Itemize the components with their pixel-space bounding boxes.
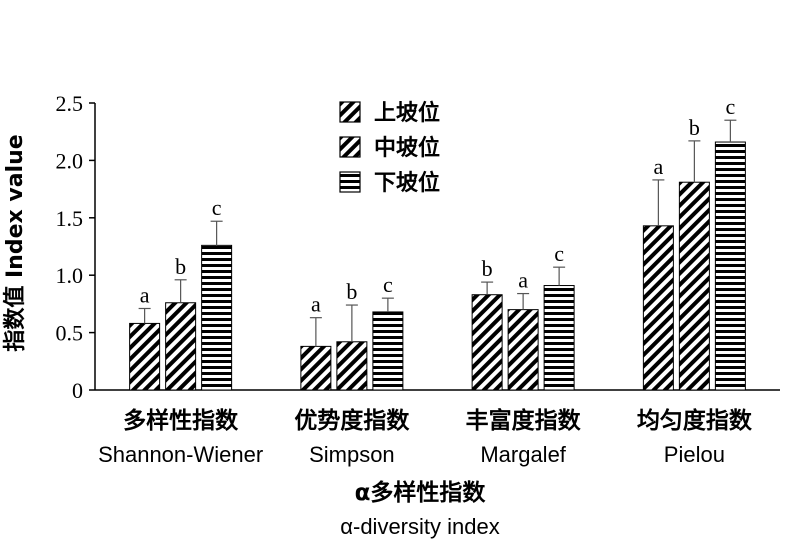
bar [372, 311, 404, 391]
category-label-en: Simpson [309, 442, 395, 467]
bar [471, 294, 503, 391]
significance-label: a [311, 292, 321, 317]
significance-label: b [689, 115, 700, 140]
bar [642, 225, 674, 391]
category-label-en: Margalef [480, 442, 566, 467]
y-tick-label: 0.5 [56, 321, 84, 346]
y-tick-label: 1.0 [56, 263, 84, 288]
bar [507, 309, 539, 391]
category-label-en: Shannon-Wiener [98, 442, 263, 467]
significance-label: c [212, 195, 222, 220]
legend-swatch [339, 171, 361, 193]
axes: 0 0.5 1.0 1.5 2.0 2.5 [56, 91, 780, 403]
significance-label: a [653, 154, 663, 179]
significance-label: b [482, 256, 493, 281]
y-axis-label: 指数值 Index value [2, 134, 28, 351]
significance-label: b [175, 254, 186, 279]
bar [165, 302, 197, 391]
significance-label: c [725, 94, 735, 119]
y-tick-label: 2.5 [56, 91, 84, 116]
significance-label: a [140, 282, 150, 307]
significance-label: b [346, 279, 357, 304]
significance-label: c [383, 272, 393, 297]
legend-label: 中坡位 [374, 135, 440, 161]
bar [336, 341, 368, 391]
bar [543, 285, 575, 391]
legend-label: 下坡位 [374, 170, 440, 196]
legend-swatch [339, 101, 361, 123]
y-tick-label: 2.0 [56, 148, 84, 173]
bar [714, 141, 746, 391]
legend-label: 上坡位 [374, 100, 440, 126]
legend-swatch [339, 136, 361, 158]
category-label-cn: 优势度指数 [294, 407, 410, 434]
x-axis-label-cn: α多样性指数 [355, 479, 487, 506]
category-label-en: Pielou [664, 442, 725, 467]
bar [129, 322, 161, 391]
significance-label: a [518, 268, 528, 293]
y-tick-label: 0 [72, 378, 83, 403]
x-axis-label-en: α-diversity index [340, 514, 499, 539]
category-label-cn: 丰富度指数 [466, 407, 582, 434]
y-tick-label: 1.5 [56, 206, 84, 231]
bar [678, 181, 710, 391]
category-label-cn: 均匀度指数 [637, 407, 753, 434]
bar [300, 345, 332, 391]
significance-label: c [554, 241, 564, 266]
category-label-cn: 多样性指数 [123, 407, 239, 434]
bar [201, 244, 233, 391]
